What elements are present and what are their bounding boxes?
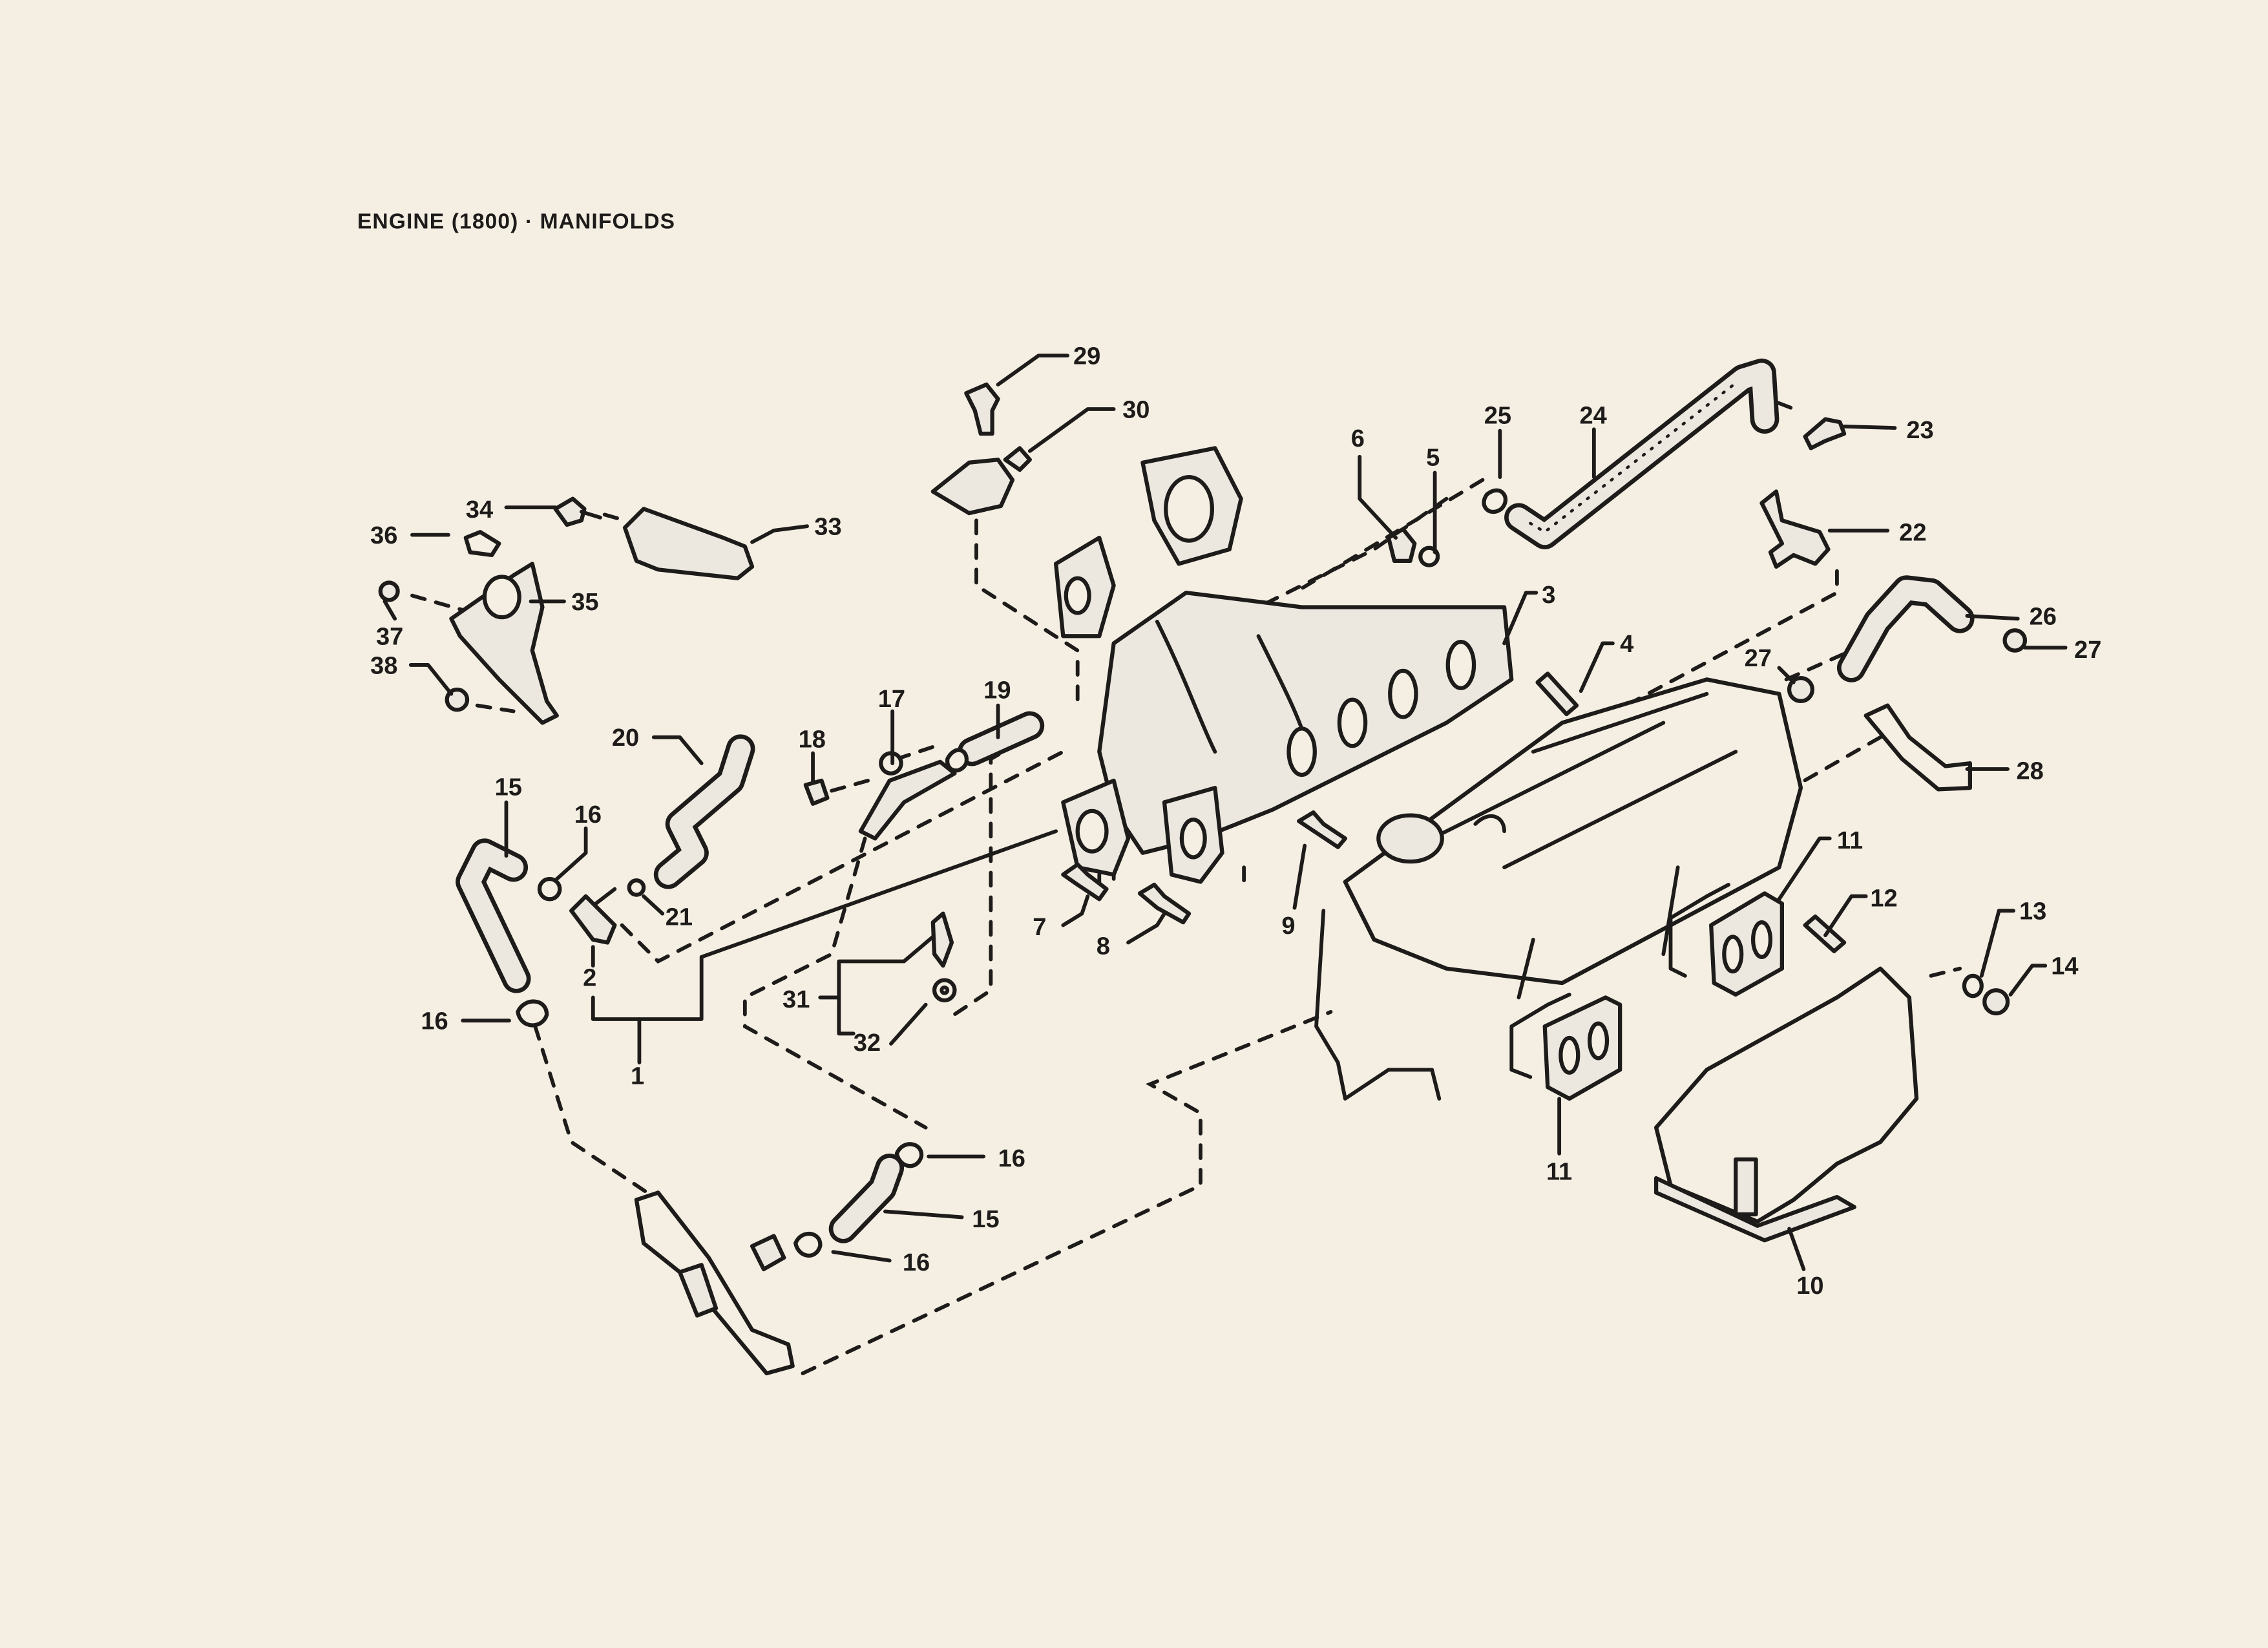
part-30-sensor-bracket xyxy=(930,458,1015,516)
callout-5: 5 xyxy=(1426,444,1440,471)
callout-20: 20 xyxy=(612,724,639,752)
callout-26: 26 xyxy=(2030,603,2057,630)
callout-31: 31 xyxy=(782,986,810,1013)
callout-16-bottom: 16 xyxy=(903,1249,930,1276)
part-4-stud xyxy=(1535,671,1579,717)
callout-15-lower: 15 xyxy=(972,1206,999,1233)
part-28-bracket xyxy=(1864,703,1972,792)
callout-37: 37 xyxy=(376,624,403,651)
callout-35: 35 xyxy=(571,589,598,616)
callout-25: 25 xyxy=(1484,402,1511,429)
diagram-title: ENGINE (1800) · MANIFOLDS xyxy=(357,209,675,233)
callout-7: 7 xyxy=(1033,914,1046,941)
part-27-nut-b xyxy=(2002,628,2028,653)
callout-38: 38 xyxy=(370,652,397,679)
callout-10: 10 xyxy=(1796,1273,1823,1300)
callout-21: 21 xyxy=(666,904,693,931)
part-32-washer xyxy=(932,978,957,1003)
callout-11-upper: 11 xyxy=(1837,827,1863,854)
callout-27-left: 27 xyxy=(1745,645,1772,672)
callout-numbers: 1 2 3 4 5 6 7 8 9 10 11 11 12 13 14 15 1… xyxy=(370,343,2101,1300)
callout-1: 1 xyxy=(631,1063,644,1090)
callout-16-left: 16 xyxy=(421,1008,448,1035)
callout-16-lower-right: 16 xyxy=(998,1145,1025,1172)
part-3-intake-manifold xyxy=(1053,446,1514,884)
callout-15-upper: 15 xyxy=(495,774,522,801)
part-23-fitting xyxy=(1803,417,1847,450)
callout-27-right: 27 xyxy=(2074,637,2101,664)
callout-36: 36 xyxy=(370,522,397,549)
callout-33: 33 xyxy=(814,514,841,541)
part-26-hose xyxy=(1836,575,1975,682)
part-9-bolt xyxy=(1297,810,1347,849)
part-7-bolt xyxy=(1061,862,1109,902)
part-16-clamp-b xyxy=(516,999,549,1028)
callout-24: 24 xyxy=(1579,402,1606,429)
callout-19: 19 xyxy=(983,677,1011,704)
callout-6: 6 xyxy=(1351,425,1365,452)
bracket-line-part-1 xyxy=(591,829,1058,1021)
callout-17: 17 xyxy=(878,686,905,713)
part-10-exhaust-manifold xyxy=(1654,966,1919,1224)
part-18-bolt xyxy=(803,778,830,806)
callout-14: 14 xyxy=(2051,953,2078,980)
part-36-bolt xyxy=(463,530,501,558)
callout-9: 9 xyxy=(1281,913,1295,940)
part-15-hose-lower xyxy=(828,1154,905,1243)
callout-29: 29 xyxy=(1073,343,1100,370)
water-outlet-pipe xyxy=(634,1190,795,1376)
part-21-clamp xyxy=(627,878,646,897)
part-14-nut xyxy=(1982,988,2010,1016)
part-2-fitting xyxy=(569,894,617,945)
callout-30: 30 xyxy=(1122,396,1150,423)
part-11-gasket-b xyxy=(1542,995,1622,1101)
part-24-hose xyxy=(1504,358,1780,549)
part-25-clamp xyxy=(1482,488,1507,514)
callout-11-lower: 11 xyxy=(1546,1158,1572,1185)
callout-3: 3 xyxy=(1542,582,1555,609)
callout-23: 23 xyxy=(1906,417,1933,444)
part-35-bracket xyxy=(449,562,559,725)
part-37-nut xyxy=(378,580,400,602)
callout-4: 4 xyxy=(1620,631,1633,658)
part-22-t-fitting xyxy=(1759,489,1831,569)
part-15-hose-upper xyxy=(456,838,531,993)
callout-32: 32 xyxy=(854,1030,881,1057)
part-34-bolt xyxy=(553,496,587,527)
callout-leaders xyxy=(383,354,2068,1271)
part-16-clamp-a xyxy=(537,876,562,902)
callout-28: 28 xyxy=(2016,758,2043,785)
part-27-nut-a xyxy=(1787,675,1814,703)
callout-34: 34 xyxy=(466,496,493,523)
part-16-clamp-d xyxy=(793,1231,823,1258)
part-19-hose xyxy=(957,711,1045,766)
callout-8: 8 xyxy=(1097,933,1110,960)
part-29-bolt xyxy=(964,382,1000,436)
part-33-bracket xyxy=(622,507,755,580)
part-13-washer xyxy=(1962,973,1984,998)
callout-2: 2 xyxy=(583,965,596,992)
callout-13: 13 xyxy=(2019,898,2046,925)
callout-22: 22 xyxy=(1899,520,1926,547)
part-17-pipe xyxy=(858,759,957,841)
callout-18: 18 xyxy=(799,726,826,753)
part-8-bolt xyxy=(1137,882,1192,925)
callout-12: 12 xyxy=(1870,885,1897,913)
part-20-hose xyxy=(653,734,755,889)
callout-16-upper: 16 xyxy=(574,801,602,829)
part-31-sensor xyxy=(930,911,954,968)
